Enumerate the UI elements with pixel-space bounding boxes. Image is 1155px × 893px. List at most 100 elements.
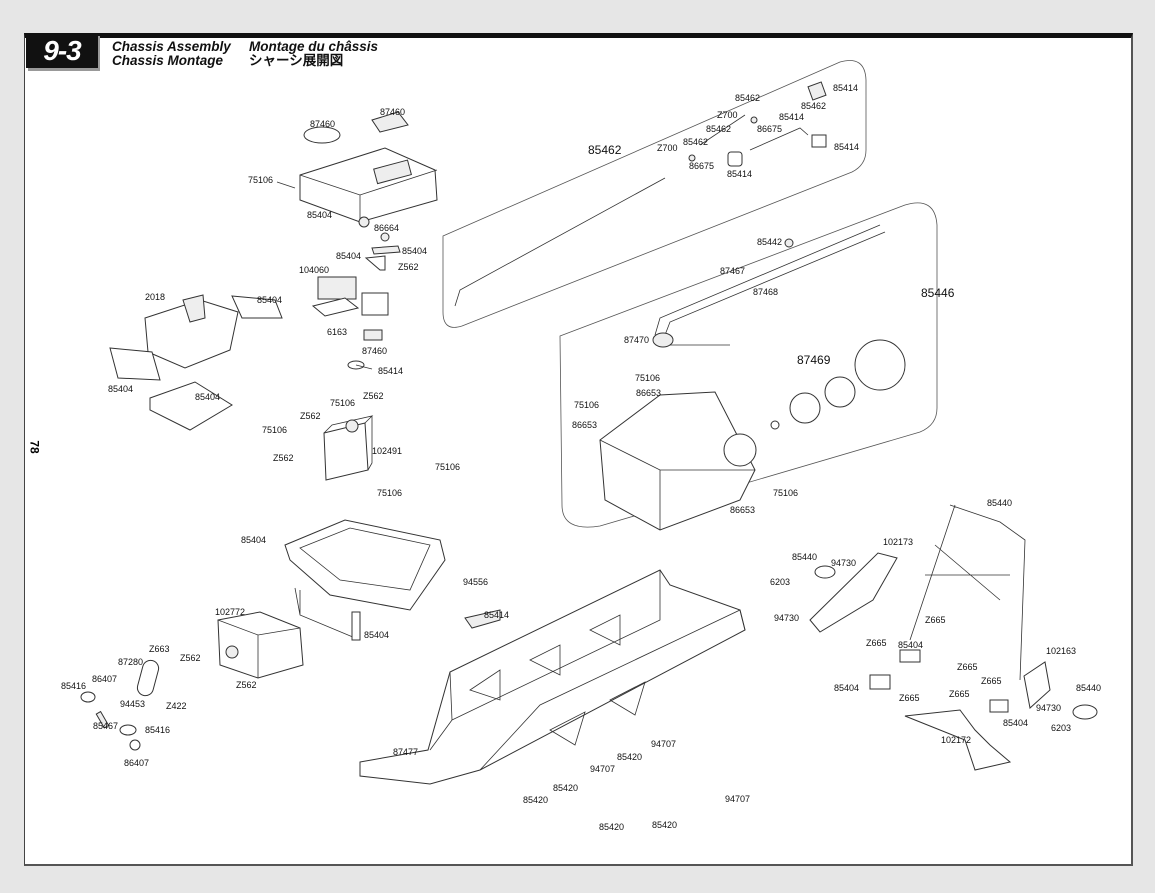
label-spring-b: 85462 (706, 124, 731, 134)
label-post-b: 85420 (553, 783, 578, 793)
label-top-cap-left: 87460 (310, 119, 335, 129)
title-english: Chassis Assembly (112, 39, 231, 54)
label-pin-right: 6203 (1051, 723, 1071, 733)
label-horn: 87280 (118, 657, 143, 667)
label-line-a: 87467 (720, 266, 745, 276)
label-stopper: 85414 (727, 169, 752, 179)
receiver-cover-part (276, 111, 438, 242)
label-z700-b: Z700 (657, 143, 678, 153)
label-clip-grommet: 85442 (757, 237, 782, 247)
label-rod-end: 85414 (833, 83, 858, 93)
label-rx-arm: 85414 (378, 366, 403, 376)
label-steering-servo: 102491 (372, 446, 402, 456)
label-pad-left: 85404 (108, 384, 133, 394)
label-nut-e: Z665 (981, 676, 1002, 686)
label-post-e: 85420 (652, 820, 677, 830)
label-chassis-arm: 85414 (484, 610, 509, 620)
label-screw-left-b: 94730 (774, 613, 799, 623)
label-rear-brace: 102172 (941, 735, 971, 745)
label-plate-right: 102163 (1046, 646, 1076, 656)
throttle-linkage-parts (454, 81, 827, 307)
label-screw-left-a: 94730 (831, 558, 856, 568)
label-switch: 87460 (362, 346, 387, 356)
label-servo-screw-b: Z562 (300, 411, 321, 421)
label-post-d: 85420 (599, 822, 624, 832)
label-tray-brace: 85404 (364, 630, 389, 640)
label-pin-left: 6203 (770, 577, 790, 587)
label-throttle-servo: 102772 (215, 607, 245, 617)
label-post-a: 85420 (523, 795, 548, 805)
fuel-tank-group-outline (559, 202, 938, 528)
label-nut-a: 86675 (757, 124, 782, 134)
label-spring: 85462 (801, 101, 826, 111)
label-link-a: 85462 (735, 93, 760, 103)
label-clamp-a: 85404 (898, 640, 923, 650)
label-screw-c: 94707 (725, 794, 750, 804)
main-chassis-part (359, 569, 746, 785)
label-ball: 85414 (834, 142, 859, 152)
label-z700-a: Z700 (717, 110, 738, 120)
label-pad-right: 85404 (257, 295, 282, 305)
label-horn-screw-b: 94453 (120, 699, 145, 709)
label-screw-b: 94707 (651, 739, 676, 749)
label-screw-a: 94707 (590, 764, 615, 774)
label-chassis-plate: 87477 (393, 747, 418, 757)
label-servo-screw-c: Z562 (273, 453, 294, 463)
label-nut-b: 86675 (689, 161, 714, 171)
label-rod: 85467 (93, 721, 118, 731)
label-tank-clip-b: 75106 (574, 400, 599, 410)
label-linkage-group: 85462 (588, 143, 622, 157)
label-post-c: 85420 (617, 752, 642, 762)
label-nut-a: Z665 (925, 615, 946, 625)
label-horn-screw: Z562 (180, 653, 201, 663)
label-tank-grommet-a: 86653 (636, 388, 661, 398)
label-line-b: 87468 (753, 287, 778, 297)
label-servo-screw-a: Z562 (363, 391, 384, 401)
label-top-cover: 85404 (307, 210, 332, 220)
label-servo-clip-b: 75106 (262, 425, 287, 435)
label-nut-b: Z665 (866, 638, 887, 648)
title-french: Montage du châssis (249, 39, 379, 54)
label-tank-clip-a: 75106 (635, 373, 660, 383)
label-clamp-c: 85404 (1003, 718, 1028, 728)
battery-part (109, 294, 283, 431)
label-plate-left: 102173 (883, 537, 913, 547)
label-hinge-right: 85440 (1076, 683, 1101, 693)
label-chassis-screw: 94556 (463, 577, 488, 587)
label-servo-clip-d: 75106 (435, 462, 460, 472)
label-grommet: 87470 (624, 335, 649, 345)
fuel-tank-part (599, 224, 906, 531)
label-top-cap-right: 87460 (380, 107, 405, 117)
label-tray-screw: Z562 (236, 680, 257, 690)
label-servo-clip-a: 75106 (330, 398, 355, 408)
label-rx-bracket-b: 85404 (336, 251, 361, 261)
steering-servo-part (323, 415, 374, 481)
label-nut-d: Z665 (899, 693, 920, 703)
label-screw-right: 94730 (1036, 703, 1061, 713)
label-battery-tray: 85404 (195, 392, 220, 402)
throttle-servo-part (217, 611, 304, 679)
section-number-badge: 9-3 (26, 33, 98, 68)
title-german: Chassis Montage (112, 53, 224, 68)
label-nut-f: Z665 (949, 689, 970, 699)
radio-tray-part (284, 519, 446, 641)
throttle-linkage-group-outline (442, 60, 867, 328)
label-battery: 2018 (145, 292, 165, 302)
label-tank-clip-c: 75106 (773, 488, 798, 498)
label-horn-nut: Z663 (149, 644, 170, 654)
part-labels: 87460 87460 75106 85404 86664 85404 8540… (61, 83, 1101, 832)
label-clamp-b: 85404 (834, 683, 859, 693)
label-hinge-left: 85440 (792, 552, 817, 562)
label-tank-grommet-c: 86653 (730, 505, 755, 515)
label-rod-end-b: 85416 (145, 725, 170, 735)
title-japanese: シャーシ展開図 (249, 53, 344, 68)
label-radio-tray: 85404 (241, 535, 266, 545)
receiver-parts (311, 245, 401, 370)
label-horn-screw-c: Z422 (166, 701, 187, 711)
label-ball-b: 86407 (124, 758, 149, 768)
label-roll-cage: 85440 (987, 498, 1012, 508)
label-nut-c: Z665 (957, 662, 978, 672)
label-rx-screw: Z562 (398, 262, 419, 272)
label-tape: 6163 (327, 327, 347, 337)
